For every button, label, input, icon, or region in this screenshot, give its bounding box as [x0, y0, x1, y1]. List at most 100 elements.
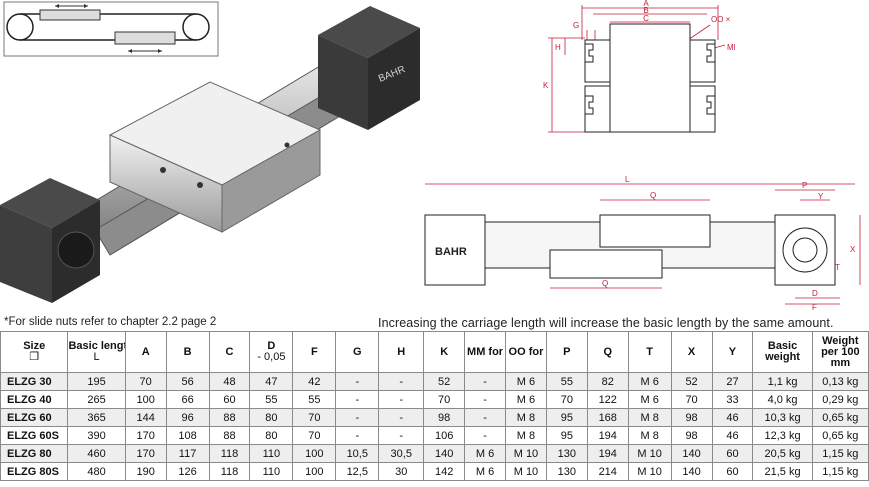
- table-cell: 126: [165, 462, 210, 481]
- table-cell: 30,5: [378, 444, 425, 463]
- table-cell: M 6: [505, 390, 547, 409]
- table-cell: 194: [586, 426, 629, 445]
- table-cell: 130: [545, 462, 588, 481]
- table-cell: -: [378, 390, 425, 409]
- table-cell: 168: [586, 408, 629, 427]
- table-cell: M 6: [627, 390, 672, 409]
- table-cell: 130: [545, 444, 588, 463]
- table-cell: 66: [165, 390, 210, 409]
- header-basic-length: Basic lengthL: [67, 331, 126, 373]
- table-cell: M 10: [505, 444, 547, 463]
- table-cell: -: [464, 390, 507, 409]
- table-cell: 170: [124, 426, 167, 445]
- side-view-drawing: L Q Q P Y X T D F BAHR: [424, 175, 861, 310]
- header-P: P: [545, 331, 588, 373]
- table-cell: 10,5: [335, 444, 380, 463]
- table-cell: 20,5 kg: [752, 444, 813, 463]
- header-label: Size: [23, 340, 46, 352]
- table-cell: 12,3 kg: [752, 426, 813, 445]
- table-cell: 0,65 kg: [811, 408, 869, 427]
- table-cell: 0,29 kg: [811, 390, 869, 409]
- product-rendering: BAHR: [0, 6, 420, 303]
- table-cell: 70: [292, 426, 337, 445]
- dim-label-Q-top: Q: [650, 191, 656, 200]
- table-cell: 56: [165, 372, 210, 391]
- table-cell: -: [378, 408, 425, 427]
- table-cell: 365: [67, 408, 126, 427]
- table-cell: M 6: [627, 372, 672, 391]
- table-cell: 82: [586, 372, 629, 391]
- table-cell: 52: [670, 372, 713, 391]
- table-cell: 70: [124, 372, 167, 391]
- table-cell: 265: [67, 390, 126, 409]
- table-cell: 140: [670, 444, 713, 463]
- table-cell: M 8: [505, 408, 547, 427]
- table-cell: 110: [249, 444, 294, 463]
- dim-label-X: X: [850, 245, 856, 254]
- header-label: Basic length: [68, 340, 124, 352]
- table-cell: 140: [423, 444, 466, 463]
- dim-label-H: H: [555, 43, 561, 52]
- table-cell: M 10: [627, 462, 672, 481]
- header-G: G: [335, 331, 380, 373]
- table-cell: 46: [711, 426, 754, 445]
- table-cell: 70: [670, 390, 713, 409]
- table-cell: 95: [545, 426, 588, 445]
- table-cell: 195: [67, 372, 126, 391]
- cross-section-drawing: A B C G H K OO × MM ×: [543, 0, 735, 133]
- header-K: K: [423, 331, 466, 373]
- table-cell: 1,15 kg: [811, 444, 869, 463]
- size-cell: ELZG 60S: [0, 426, 69, 445]
- table-cell: -: [378, 372, 425, 391]
- size-cell: ELZG 40: [0, 390, 69, 409]
- table-cell: 0,13 kg: [811, 372, 869, 391]
- table-cell: 21,5 kg: [752, 462, 813, 481]
- table-cell: -: [464, 426, 507, 445]
- header-X: X: [670, 331, 713, 373]
- table-cell: M 6: [505, 372, 547, 391]
- table-header-row: Size❐ Basic lengthL A B C D- 0,05 F G H …: [0, 331, 869, 373]
- header-weight-per-100mm: Weight per 100 mm: [811, 331, 869, 373]
- table-cell: 60: [711, 462, 754, 481]
- header-MM: MM for: [464, 331, 507, 373]
- table-cell: 33: [711, 390, 754, 409]
- header-basic-weight: Basic weight: [752, 331, 813, 373]
- table-cell: 42: [292, 372, 337, 391]
- table-cell: M 10: [627, 444, 672, 463]
- header-D: D- 0,05: [249, 331, 294, 373]
- table-cell: 140: [670, 462, 713, 481]
- size-cell: ELZG 30: [0, 372, 69, 391]
- table-cell: 48: [208, 372, 251, 391]
- size-cell: ELZG 80S: [0, 462, 69, 481]
- schematic-thumbnail: [3, 1, 219, 57]
- table-cell: 214: [586, 462, 629, 481]
- header-sublabel: - 0,05: [257, 351, 286, 363]
- table-cell: 0,65 kg: [811, 426, 869, 445]
- table-cell: 118: [208, 444, 251, 463]
- table-cell: 106: [423, 426, 466, 445]
- dim-label-T: T: [835, 263, 840, 272]
- table-cell: 10,3 kg: [752, 408, 813, 427]
- table-cell: -: [335, 390, 380, 409]
- table-cell: 98: [670, 426, 713, 445]
- header-Q: Q: [586, 331, 629, 373]
- dim-label-A: A: [643, 0, 649, 8]
- table-cell: 118: [208, 462, 251, 481]
- table-cell: 170: [124, 444, 167, 463]
- dim-label-Y: Y: [818, 192, 824, 201]
- header-sublabel: ❐: [29, 351, 40, 363]
- table-cell: 60: [208, 390, 251, 409]
- table-cell: 4,0 kg: [752, 390, 813, 409]
- table-cell: -: [335, 408, 380, 427]
- dim-label-B: B: [643, 6, 648, 15]
- header-H: H: [378, 331, 425, 373]
- table-cell: 46: [711, 408, 754, 427]
- table-cell: 80: [249, 426, 294, 445]
- table-cell: 12,5: [335, 462, 380, 481]
- side-view-logo: BAHR: [435, 246, 467, 258]
